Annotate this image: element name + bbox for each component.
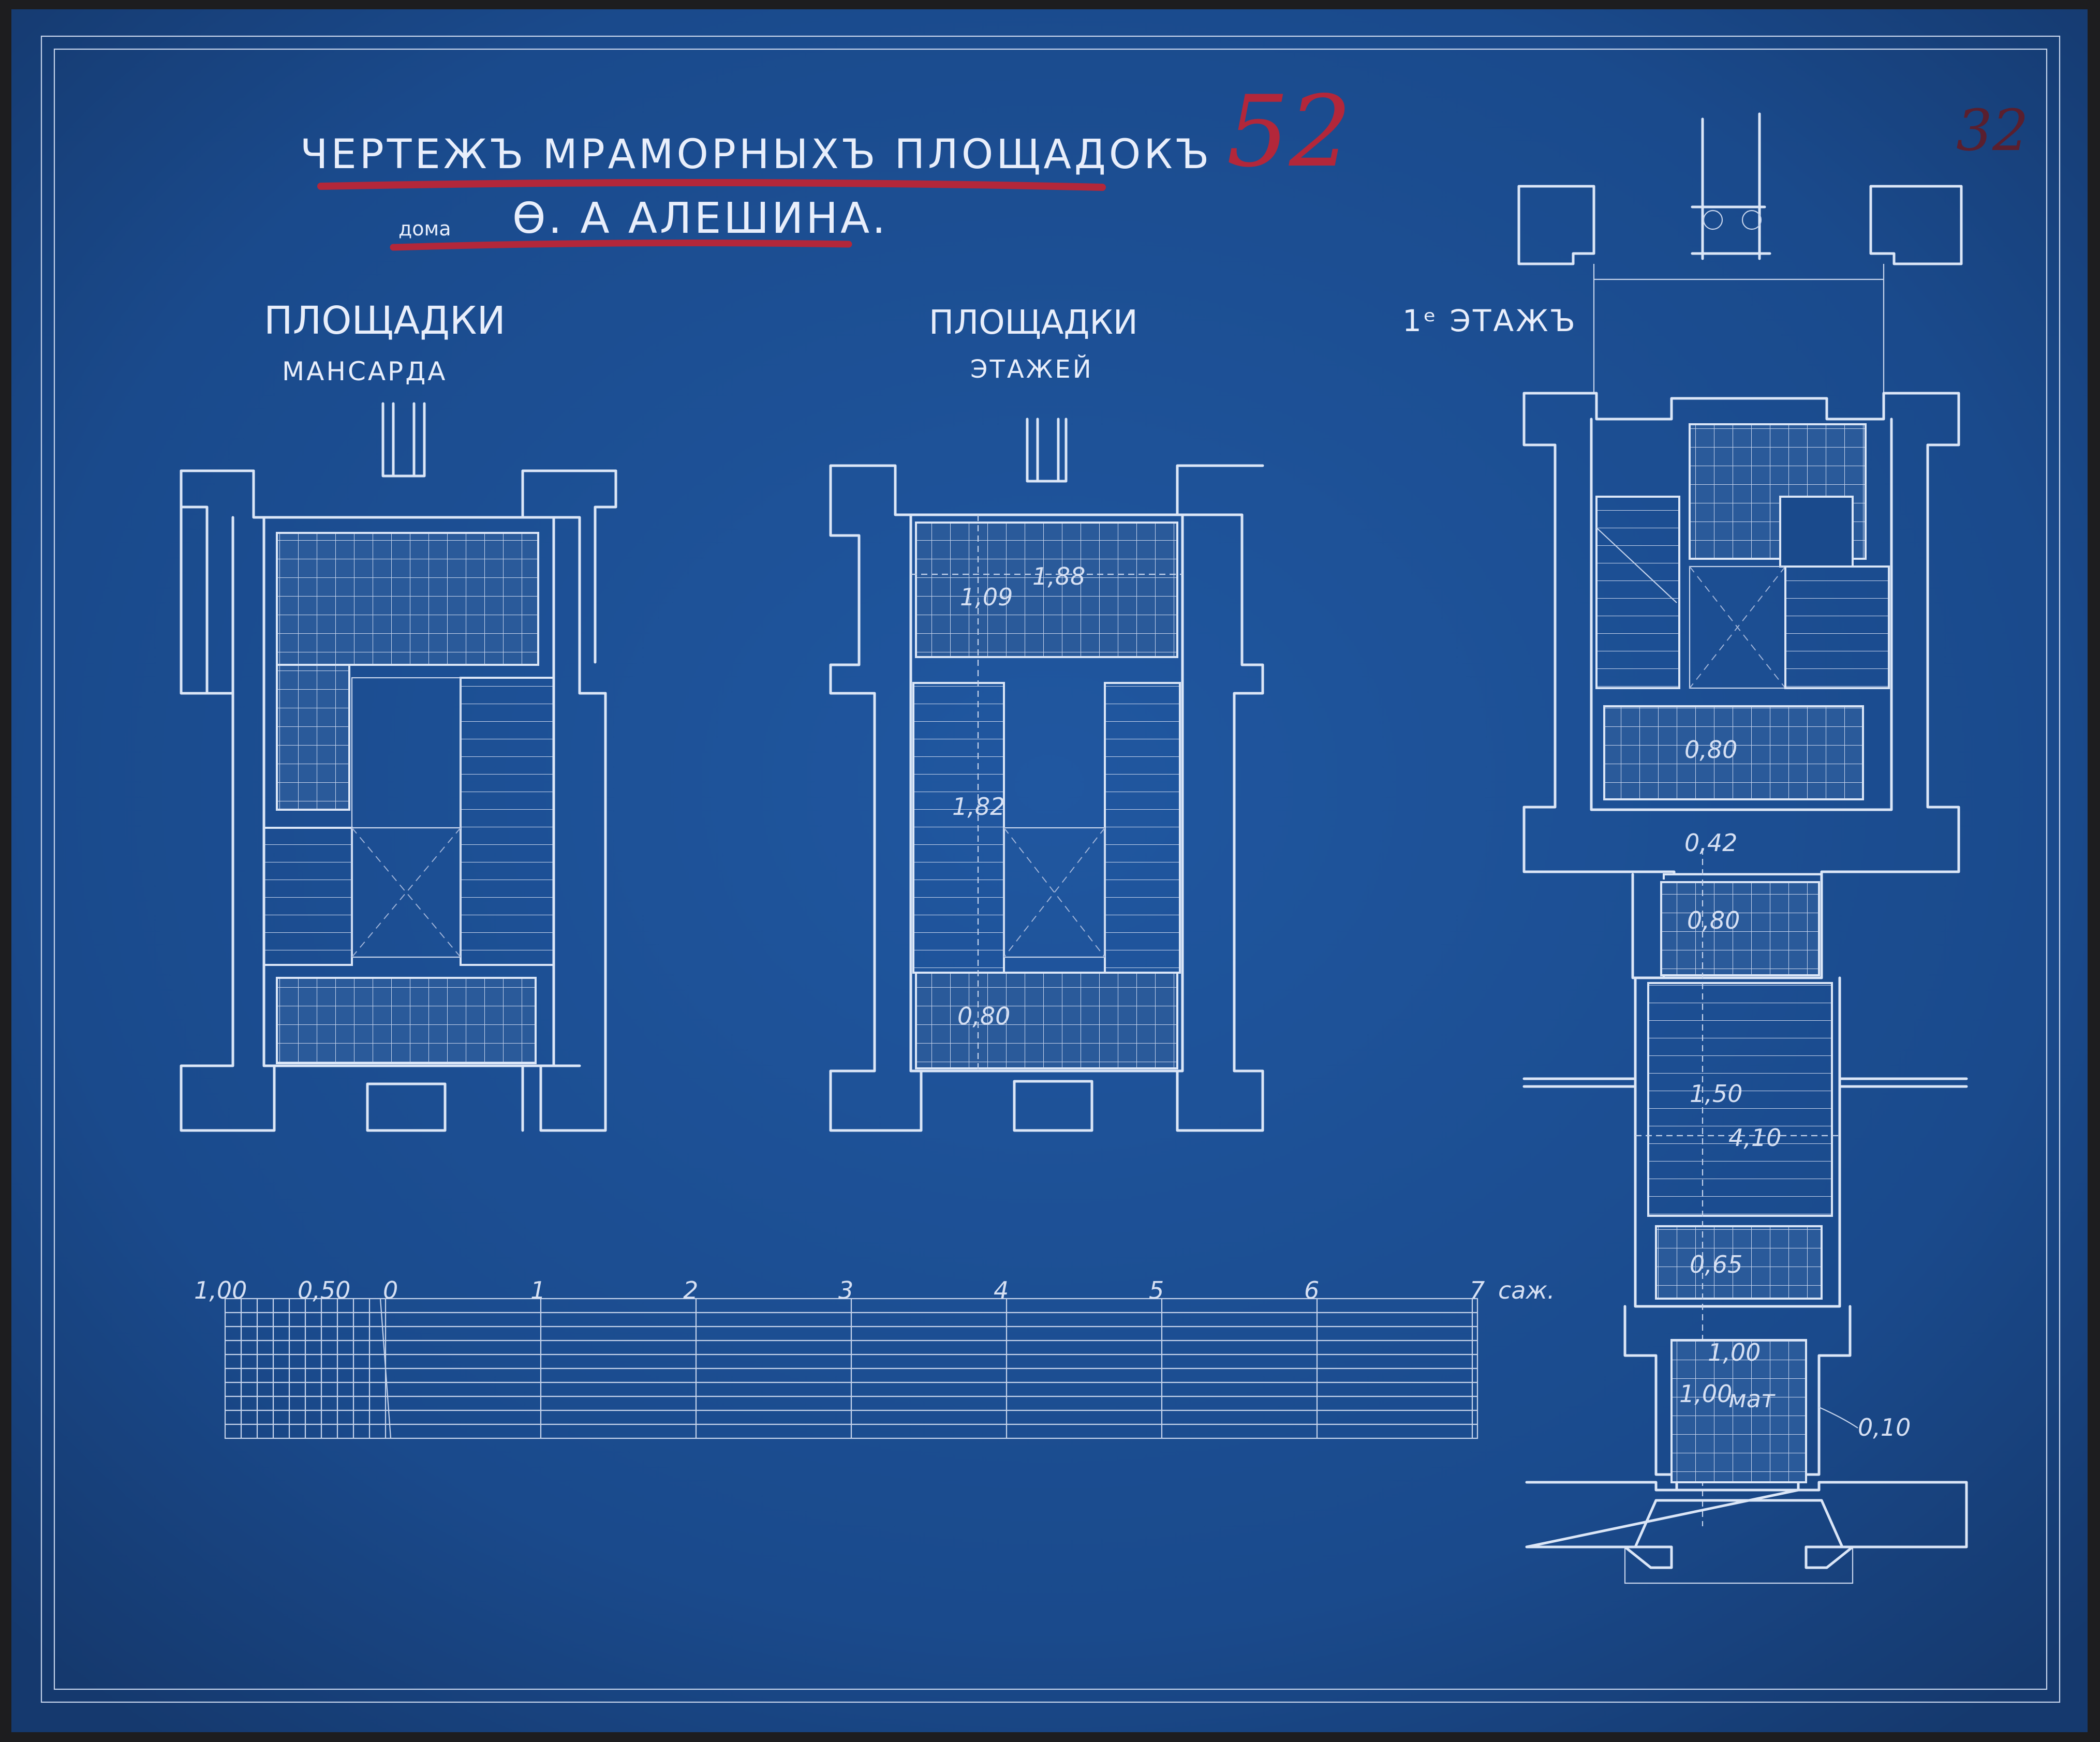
owner-underline <box>390 240 852 251</box>
scale-label-5: 5 <box>1149 1276 1164 1304</box>
plan2-dim-landing: 1,09 <box>960 583 1013 611</box>
plan3-dim-1: 0,80 <box>1684 736 1737 764</box>
scale-label-6: 6 <box>1304 1276 1319 1304</box>
scale-label-3: 3 <box>838 1276 853 1304</box>
corner-number: 32 <box>1956 97 2029 163</box>
plan3-dim-5: 4,10 <box>1728 1124 1781 1152</box>
plan3-dim-2: 0,42 <box>1684 829 1737 857</box>
archive-number: 52 <box>1226 75 1352 189</box>
plan2-title: ПЛОЩАДКИ <box>929 304 1138 342</box>
plan1-mansard <box>180 402 617 1132</box>
inner-border <box>53 48 2048 1690</box>
owner-prefix: дома <box>398 217 451 240</box>
scale-unit: саж. <box>1498 1276 1555 1304</box>
owner-name: Ѳ. А АЛЕШИНА. <box>512 194 888 243</box>
scale-label-100: 1,00 <box>194 1276 247 1304</box>
plan3-dim-6: 0,65 <box>1690 1250 1742 1278</box>
scale-label-1: 1 <box>530 1276 545 1304</box>
plan2-dim-width: 1,88 <box>1032 562 1085 590</box>
scale-label-050: 0,50 <box>298 1276 350 1304</box>
plan2-dim-stair: 1,82 <box>952 793 1005 821</box>
scale-bar <box>224 1298 1478 1439</box>
plan1-subtitle: МАНСАРДА <box>282 356 447 386</box>
outer-border <box>40 35 2061 1703</box>
plan1-title: ПЛОЩАДКИ <box>264 299 506 343</box>
scale-label-4: 4 <box>994 1276 1009 1304</box>
scale-label-0: 0 <box>383 1276 398 1304</box>
plan3-dim-3: 0,80 <box>1687 906 1740 934</box>
plan3-title: 1ᵉ ЭТАЖЪ <box>1402 303 1577 338</box>
scale-label-2: 2 <box>683 1276 698 1304</box>
plan3-small-label: мат <box>1728 1385 1776 1413</box>
plan2-floors <box>829 418 1264 1132</box>
drawing-title: ЧЕРТЕЖЪ МРАМОРНЫХЪ ПЛОЩАДОКЪ <box>300 131 1212 178</box>
title-underline <box>317 178 1106 191</box>
plan3-dim-9: 0,10 <box>1858 1413 1911 1441</box>
scale-label-7: 7 <box>1470 1276 1485 1304</box>
plan3-dim-7: 1,00 <box>1708 1338 1761 1366</box>
plan3-dim-4: 1,50 <box>1690 1080 1742 1108</box>
plan2-subtitle: ЭТАЖЕЙ <box>970 354 1093 384</box>
plan3-dim-8: 1,00 <box>1679 1380 1732 1408</box>
plan2-dim-bottom: 0,80 <box>957 1002 1010 1030</box>
plan3-ground-floor <box>1517 112 1968 1584</box>
